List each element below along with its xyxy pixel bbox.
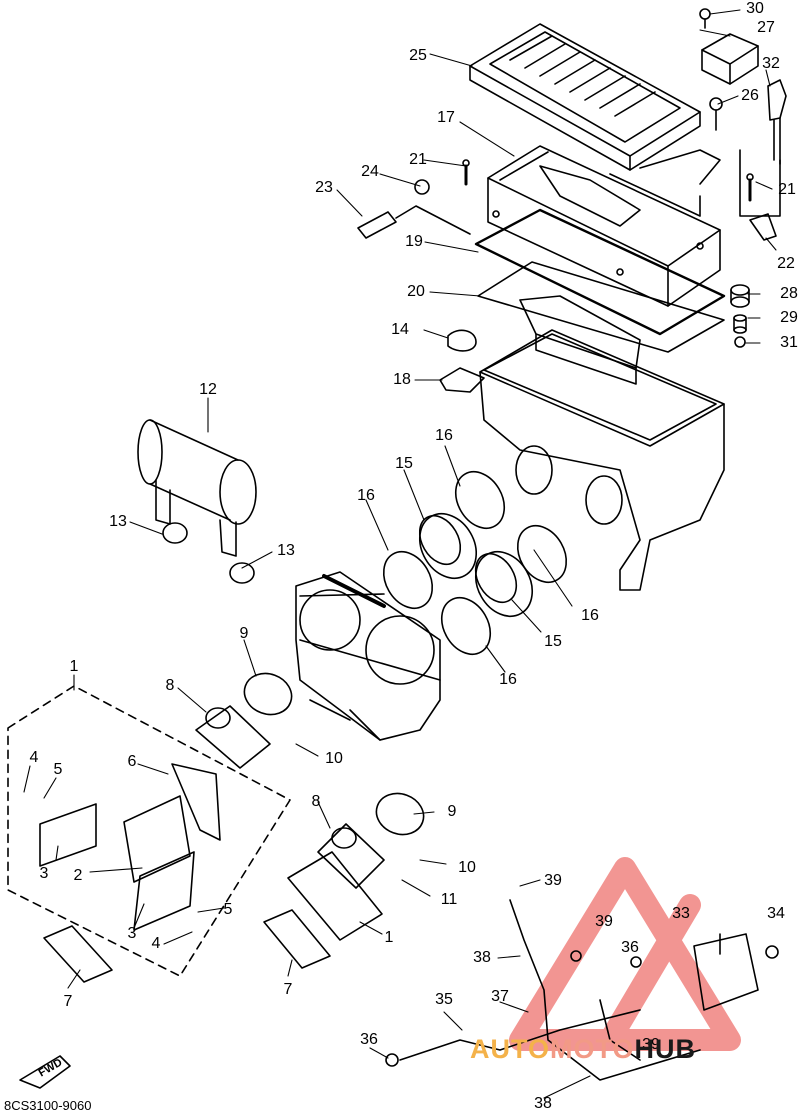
callout-21: 21 xyxy=(409,151,427,168)
callout-29: 29 xyxy=(780,309,798,326)
callout-9: 9 xyxy=(447,803,457,820)
callout-16: 16 xyxy=(435,427,453,444)
callout-36: 36 xyxy=(621,939,639,956)
intake-joints xyxy=(382,470,568,656)
callout-19: 19 xyxy=(405,233,423,250)
callout-10: 10 xyxy=(325,750,343,767)
callout-31: 31 xyxy=(780,334,798,351)
fwd-arrow xyxy=(19,1055,71,1089)
callout-35: 35 xyxy=(435,991,453,1008)
callout-4: 4 xyxy=(29,749,39,766)
callout-16: 16 xyxy=(499,671,517,688)
leader-lines xyxy=(23,9,777,1099)
carb-joints xyxy=(195,672,425,889)
gaskets xyxy=(43,909,331,983)
callout-4: 4 xyxy=(151,935,161,952)
callout-22: 22 xyxy=(777,255,795,272)
callout-33: 33 xyxy=(672,905,690,922)
watermark-part3: HUB xyxy=(634,1034,697,1064)
sensor-parts xyxy=(699,8,787,217)
fuel-pump-hoses xyxy=(385,899,779,1081)
callout-10: 10 xyxy=(458,859,476,876)
callout-3: 3 xyxy=(127,925,137,942)
watermark-logo xyxy=(509,857,741,1051)
resonator xyxy=(137,419,257,584)
callout-1: 1 xyxy=(69,658,79,675)
callout-36: 36 xyxy=(360,1031,378,1048)
carburetor-assembly xyxy=(295,571,441,741)
callout-3: 3 xyxy=(39,865,49,882)
callout-1: 1 xyxy=(384,929,394,946)
callout-9: 9 xyxy=(239,625,249,642)
callout-38: 38 xyxy=(534,1095,552,1112)
callout-30: 30 xyxy=(746,0,764,17)
air-filter-element xyxy=(469,23,701,171)
watermark-part1: AUTO xyxy=(470,1034,551,1064)
callout-28: 28 xyxy=(780,285,798,302)
callout-6: 6 xyxy=(127,753,137,770)
callout-20: 20 xyxy=(407,283,425,300)
callout-7: 7 xyxy=(283,981,293,998)
callout-5: 5 xyxy=(53,761,63,778)
callout-15: 15 xyxy=(544,633,562,650)
callout-23: 23 xyxy=(315,179,333,196)
band-clamp xyxy=(447,329,477,352)
callout-34: 34 xyxy=(767,905,785,922)
grommet-set xyxy=(730,284,750,348)
plate xyxy=(477,261,725,353)
reed-valve-kit xyxy=(7,685,383,977)
callout-39: 39 xyxy=(544,872,562,889)
callout-26: 26 xyxy=(741,87,759,104)
callout-5: 5 xyxy=(223,901,233,918)
callout-15: 15 xyxy=(395,455,413,472)
callout-37: 37 xyxy=(491,988,509,1005)
callout-24: 24 xyxy=(361,163,379,180)
callout-25: 25 xyxy=(409,47,427,64)
callout-2: 2 xyxy=(73,867,83,884)
watermark-text: AUTOMOTOHUB xyxy=(470,1034,696,1065)
callout-32: 32 xyxy=(762,55,780,72)
callout-16: 16 xyxy=(581,607,599,624)
callout-27: 27 xyxy=(757,19,775,36)
callout-38: 38 xyxy=(473,949,491,966)
callout-13: 13 xyxy=(277,542,295,559)
callout-18: 18 xyxy=(393,371,411,388)
callout-14: 14 xyxy=(391,321,409,338)
callout-17: 17 xyxy=(437,109,455,126)
watermark-part2: MOTO xyxy=(550,1034,635,1064)
callout-21: 21 xyxy=(778,181,796,198)
callout-39: 39 xyxy=(642,1036,660,1053)
callout-13: 13 xyxy=(109,513,127,530)
small-fasteners xyxy=(357,159,777,241)
callout-8: 8 xyxy=(165,677,175,694)
callout-11: 11 xyxy=(440,891,458,908)
callout-39: 39 xyxy=(595,913,613,930)
air-box-cover xyxy=(487,145,721,307)
callout-8: 8 xyxy=(311,793,321,810)
diagram-code: 8CS3100-9060 xyxy=(4,1098,92,1113)
air-box-case xyxy=(439,295,725,591)
callout-7: 7 xyxy=(63,993,73,1010)
callout-12: 12 xyxy=(199,381,217,398)
callout-16: 16 xyxy=(357,487,375,504)
seal-gasket xyxy=(474,208,726,336)
